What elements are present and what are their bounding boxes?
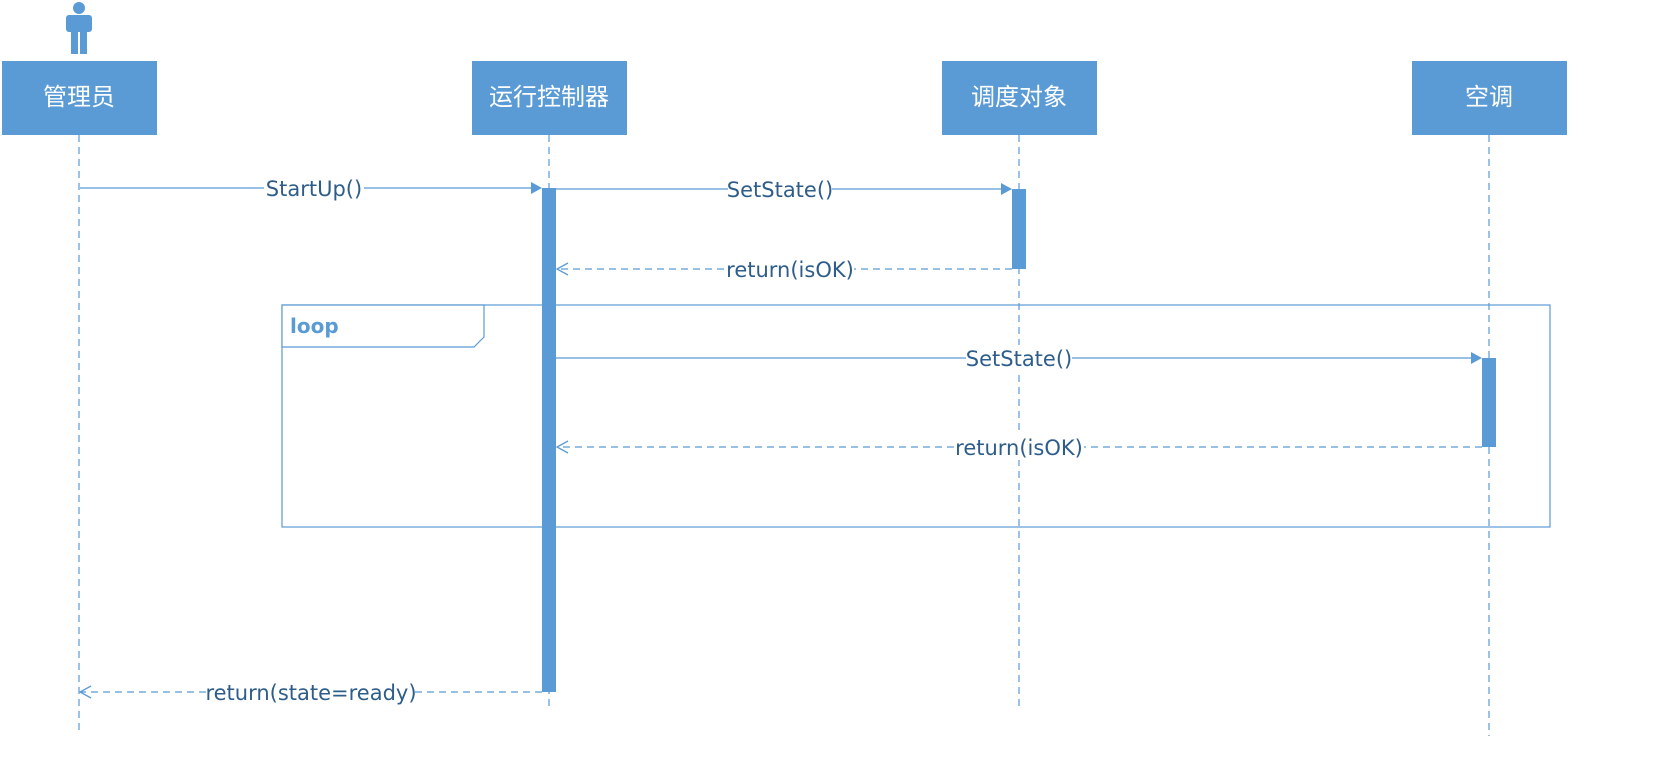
activation-aircon: [1482, 358, 1496, 447]
lifeline-admin-title: 管理员: [43, 83, 115, 111]
message-setstate-aircon[interactable]: SetState(): [556, 345, 1482, 371]
activation-controller: [542, 188, 556, 692]
message-setstate-aircon-label: SetState(): [966, 347, 1072, 371]
message-return-aircon-label: return(isOK): [955, 436, 1083, 460]
loop-fragment-label: loop: [290, 314, 339, 338]
lifeline-controller-title: 运行控制器: [489, 83, 609, 111]
arrowhead-open-icon: [555, 440, 569, 454]
arrowhead-filled-icon: [531, 182, 542, 194]
message-return-scheduler[interactable]: return(isOK): [555, 256, 1012, 282]
arrowhead-open-icon: [555, 262, 569, 276]
message-startup-label: StartUp(): [266, 177, 362, 201]
message-return-ready[interactable]: return(state=ready): [78, 679, 542, 705]
activation-scheduler: [1012, 189, 1026, 269]
message-setstate-scheduler[interactable]: SetState(): [556, 176, 1012, 202]
message-return-scheduler-label: return(isOK): [726, 258, 854, 282]
lifeline-admin[interactable]: 管理员: [2, 61, 157, 135]
arrowhead-filled-icon: [1471, 352, 1482, 364]
message-return-aircon[interactable]: return(isOK): [555, 434, 1482, 460]
arrowhead-filled-icon: [1001, 183, 1012, 195]
message-startup[interactable]: StartUp(): [80, 175, 542, 201]
person-icon: [66, 2, 92, 54]
lifeline-aircon[interactable]: 空调: [1412, 61, 1567, 135]
message-setstate-scheduler-label: SetState(): [727, 178, 833, 202]
lifeline-aircon-title: 空调: [1465, 83, 1513, 111]
lifeline-scheduler[interactable]: 调度对象: [942, 61, 1097, 135]
arrowhead-open-icon: [78, 685, 92, 699]
lifeline-controller[interactable]: 运行控制器: [472, 61, 627, 135]
lifeline-scheduler-title: 调度对象: [971, 83, 1067, 111]
loop-fragment[interactable]: loop: [281, 304, 1551, 528]
message-return-ready-label: return(state=ready): [205, 681, 416, 705]
